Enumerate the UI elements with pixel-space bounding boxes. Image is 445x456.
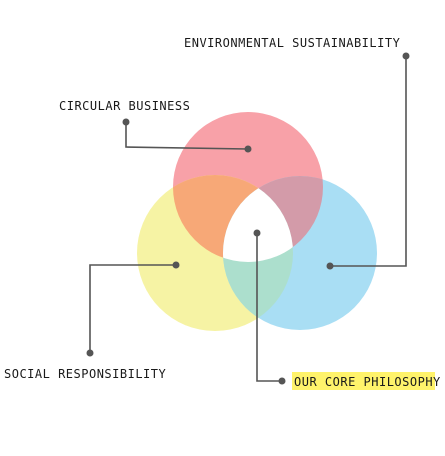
label-circular-business: CIRCULAR BUSINESS — [59, 99, 190, 113]
connector-dot-circular-circle — [244, 145, 252, 153]
core-center — [223, 176, 293, 262]
connector-lines — [86, 52, 410, 385]
connector-circular — [125, 122, 249, 150]
label-our-core-philosophy: OUR CORE PHILOSOPHY — [294, 375, 441, 389]
connector-dot-environmental-circle — [326, 262, 334, 270]
connector-dot-social-circle — [172, 261, 180, 269]
connector-core — [256, 233, 282, 382]
connector-dot-environmental-label — [402, 52, 410, 60]
label-social-responsibility: SOCIAL RESPONSIBILITY — [4, 367, 166, 381]
connector-dot-core-label — [278, 377, 286, 385]
label-environmental-sustainability: ENVIRONMENTAL SUSTAINABILITY — [184, 36, 401, 50]
core-label-highlight — [292, 372, 435, 390]
connector-dot-social-label — [86, 349, 94, 357]
connector-dot-circular-label — [122, 118, 130, 126]
connector-social — [89, 264, 176, 353]
connector-dot-core-center — [253, 229, 261, 237]
connector-environmental — [330, 56, 407, 267]
